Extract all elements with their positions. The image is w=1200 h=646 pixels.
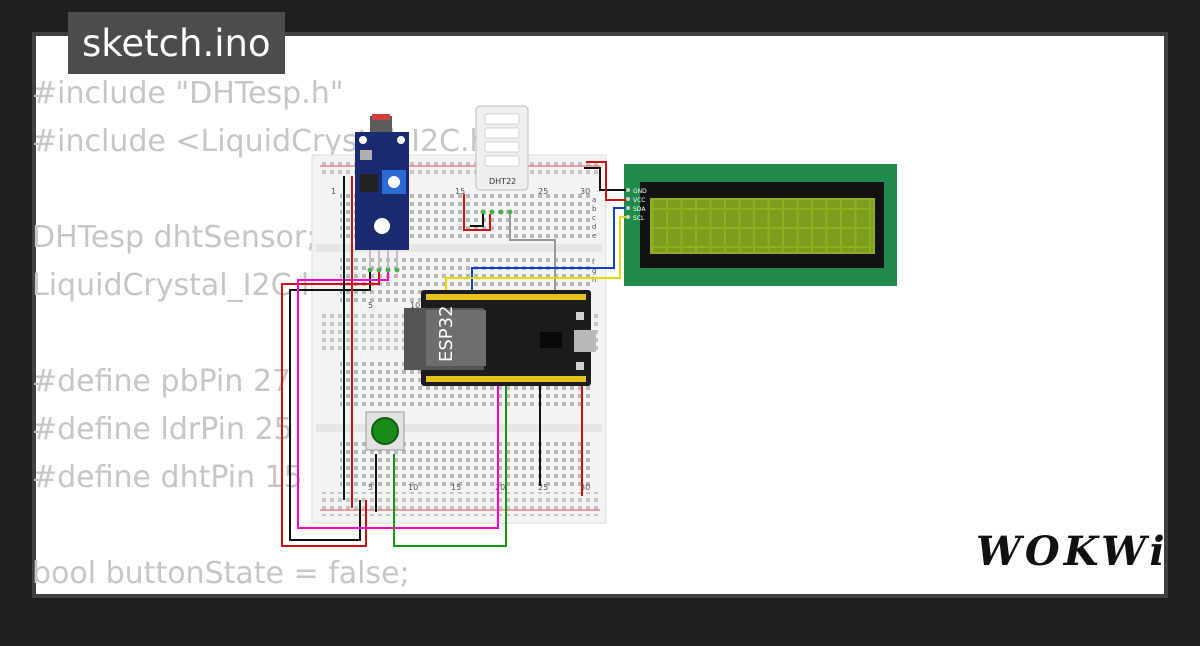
dht22-sensor: DHT22 xyxy=(475,105,529,215)
lcd-pin-label: SDA xyxy=(633,206,646,213)
file-tab-label: sketch.ino xyxy=(82,21,271,65)
code-editor: #include "DHTesp.h" #include <LiquidCryst… xyxy=(32,70,549,646)
breadboard-number: 30 xyxy=(580,187,590,196)
breadboard-letter: c xyxy=(592,214,596,222)
code-line: #define dhtPin 15 xyxy=(32,460,303,495)
breadboard-letter: f xyxy=(592,258,595,266)
breadboard-number: 15 xyxy=(455,187,465,196)
lcd-display: GND VCC SDA SCL xyxy=(624,164,897,286)
code-line: DHTesp dhtSensor; xyxy=(32,220,317,255)
breadboard-letter: b xyxy=(592,205,597,213)
breadboard-number: 5 xyxy=(368,483,373,492)
breadboard-letter: h xyxy=(592,276,596,284)
breadboard-number: 25 xyxy=(538,187,548,196)
code-line: #define ldrPin 25 xyxy=(32,412,293,447)
breadboard-letter: d xyxy=(592,223,596,231)
dht-label: DHT22 xyxy=(489,177,516,186)
wokwi-logo: WOKWi xyxy=(976,528,1169,575)
lcd-pin-label: GND xyxy=(633,188,647,195)
push-button xyxy=(365,411,405,451)
breadboard-number: 1 xyxy=(331,187,336,196)
esp32-label: ESP32 xyxy=(436,305,457,362)
breadboard-number: 30 xyxy=(580,483,590,492)
ldr-sensor-module xyxy=(355,114,409,273)
lcd-pin-label: SCL xyxy=(633,215,645,222)
breadboard-number: 15 xyxy=(451,483,461,492)
lcd-pin-label: VCC xyxy=(633,197,645,204)
code-line: #include "DHTesp.h" xyxy=(32,76,344,111)
breadboard-number: 10 xyxy=(408,483,418,492)
breadboard-letter: e xyxy=(592,232,596,240)
breadboard-letter: g xyxy=(592,267,596,275)
breadboard-number: 10 xyxy=(410,301,420,310)
code-line: #define pbPin 27 xyxy=(32,364,292,399)
code-line: bool buttonState = false; xyxy=(32,556,410,591)
breadboard-letter: a xyxy=(592,196,596,204)
breadboard-number: 5 xyxy=(368,301,373,310)
file-tab[interactable]: sketch.ino xyxy=(68,12,285,74)
breadboard-number: 25 xyxy=(538,483,548,492)
esp32-board: ESP32 xyxy=(404,290,596,386)
circuit-diagram: 1 15 25 30 5 10 5 10 15 20 25 30 a b c d… xyxy=(281,105,897,547)
code-line: #include <LiquidCrystal_I2C.h> xyxy=(32,124,514,159)
breadboard-number: 20 xyxy=(495,483,505,492)
wires xyxy=(281,161,626,547)
